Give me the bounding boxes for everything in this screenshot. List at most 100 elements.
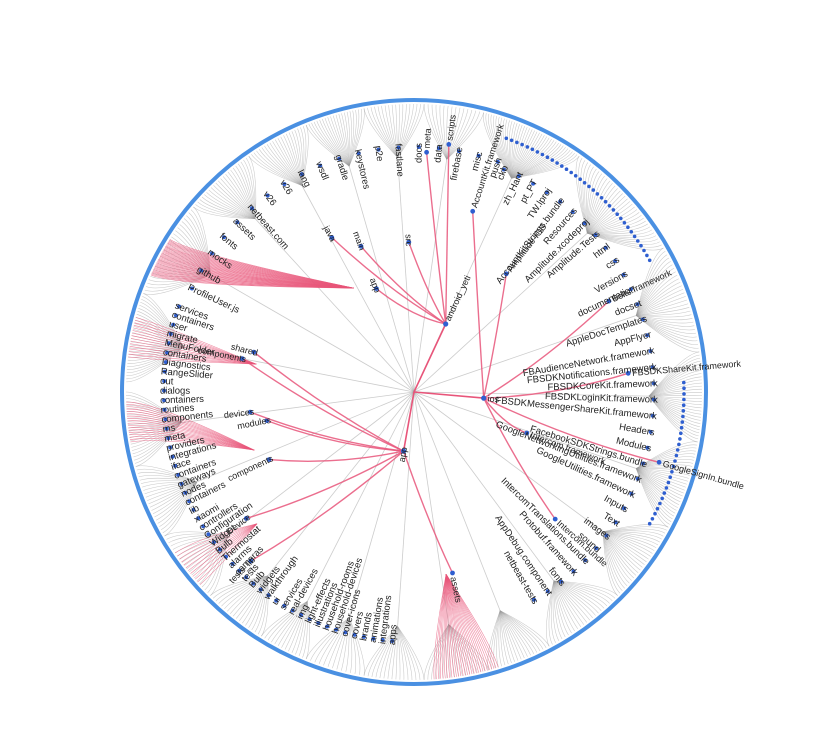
leaf-node <box>635 302 640 307</box>
leaf-node <box>325 624 330 629</box>
leaf-node <box>532 597 536 602</box>
bundle-edge <box>235 575 268 619</box>
leaf-node <box>212 540 216 544</box>
bundle-edge <box>499 610 519 661</box>
bundle-edge <box>490 114 512 179</box>
bundle-edge <box>283 135 303 186</box>
leaf-node <box>299 613 303 617</box>
leaf-marker <box>682 386 686 391</box>
bundle-edge <box>128 353 257 365</box>
leaf-node <box>613 259 618 263</box>
bundle-edge <box>221 575 268 607</box>
leaf-node <box>622 506 626 511</box>
bundle-edge <box>648 385 702 397</box>
bundle-edge <box>413 232 588 393</box>
branch-node <box>450 570 455 576</box>
leaf-node <box>163 417 168 422</box>
bundle-edge <box>413 391 637 469</box>
bundle-edge <box>550 580 556 643</box>
leaf-marker <box>611 208 616 212</box>
leaf-label: dialogs <box>160 386 190 397</box>
bundle-edge <box>126 346 184 383</box>
leaf-node <box>371 636 376 641</box>
leaf-node <box>166 436 171 441</box>
leaf-node <box>501 167 506 172</box>
leaf-marker <box>573 174 578 178</box>
leaf-marker <box>679 425 684 430</box>
leaf-marker <box>681 414 685 419</box>
bundle-edge <box>553 580 579 630</box>
leaf-node <box>282 182 287 187</box>
bundle-edge <box>128 431 255 451</box>
bundle-edge <box>197 201 256 219</box>
bundle-edge <box>636 315 699 345</box>
leaf-marker <box>520 142 524 147</box>
leaf-node <box>265 193 270 198</box>
branch-edge <box>360 245 447 325</box>
bundle-edge <box>177 523 258 557</box>
branch-label: app <box>368 277 383 295</box>
bundle-edge <box>134 422 182 464</box>
bundle-edge <box>636 459 694 469</box>
bundle-edge <box>499 610 525 659</box>
branch-node <box>606 298 612 304</box>
bundle-edge <box>395 104 398 158</box>
branch-node <box>406 239 412 245</box>
bundle-edge <box>229 575 268 614</box>
leaf-node <box>613 520 618 525</box>
bundle-edge <box>254 575 268 633</box>
bundle-edge <box>636 303 689 316</box>
bundle-edge <box>446 109 473 160</box>
bundle-edge <box>127 418 255 451</box>
bundle-edge <box>217 180 256 219</box>
leaf-node <box>307 617 312 622</box>
leaf-label: wsdl <box>313 159 331 182</box>
bundle-edge <box>129 348 257 365</box>
bundle-edge <box>294 129 303 186</box>
bundle-edge <box>587 203 633 234</box>
bundle-edge <box>397 626 421 680</box>
bundle-edge <box>137 472 197 483</box>
branch-edge <box>483 300 610 399</box>
leaf-node <box>162 379 167 384</box>
bundle-edge <box>285 133 303 186</box>
leaf-label: docs <box>413 143 424 164</box>
root-edge <box>402 391 415 452</box>
bundle-edge <box>636 468 685 491</box>
bundle-edge <box>445 574 497 669</box>
leaf-node <box>210 251 214 256</box>
bundle-edge <box>131 422 182 451</box>
leaf-marker <box>629 230 634 234</box>
leaf-marker <box>535 150 540 154</box>
bundle-edge <box>553 580 572 634</box>
bundle-edge <box>553 580 563 640</box>
bundle-edge <box>445 574 464 676</box>
branch-node <box>470 208 476 214</box>
bundle-edge <box>397 104 400 158</box>
leaf-node <box>628 287 633 292</box>
bundle-edge <box>181 534 228 563</box>
branch-edge <box>483 397 556 520</box>
leaf-node <box>206 532 211 537</box>
bundle-edge <box>310 617 350 661</box>
bundle-edge <box>587 188 618 234</box>
bundle-edge <box>127 422 255 451</box>
leaf-marker <box>607 204 612 208</box>
bundle-edge <box>511 131 538 179</box>
leaf-node <box>651 381 656 386</box>
leaf-label: ms <box>162 422 176 435</box>
bundle-edge <box>553 580 566 638</box>
leaf-marker <box>622 221 627 225</box>
bundle-edge <box>335 114 350 167</box>
leaf-marker <box>525 145 530 149</box>
bundle-edge <box>190 523 258 574</box>
bundle-edge <box>511 138 552 179</box>
bundle-edge <box>298 601 308 657</box>
bundle-edge <box>602 531 657 549</box>
bundle-edge <box>508 121 513 179</box>
bundle-edge <box>487 610 501 671</box>
leaf-marker <box>515 140 519 145</box>
bundle-edge <box>391 104 398 158</box>
leaf-node <box>582 221 587 226</box>
bundle-edge <box>648 395 702 402</box>
